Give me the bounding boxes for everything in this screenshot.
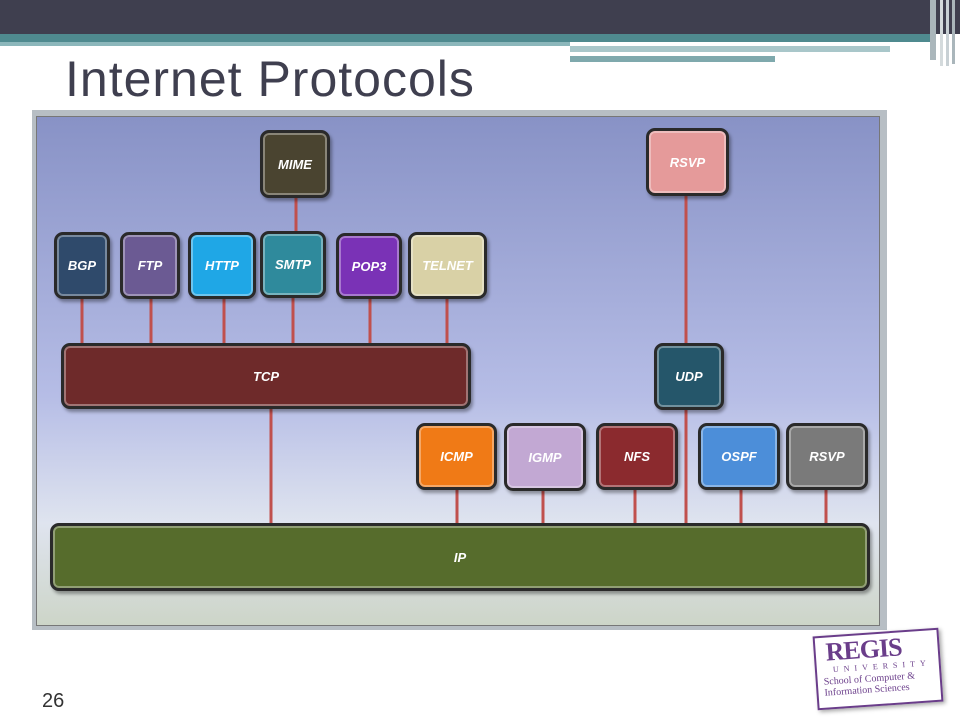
node-nfs: NFS [596,423,678,490]
node-ospf: OSPF [698,423,780,490]
node-rsvp-top: RSVP [646,128,729,196]
node-icmp: ICMP [416,423,497,490]
node-ftp: FTP [120,232,180,299]
decor-bar [570,46,890,52]
decor-line [946,0,949,66]
node-pop3: POP3 [336,233,402,299]
decor-bar [0,42,570,46]
slide-number: 26 [42,690,65,712]
decor-line [930,0,936,60]
node-http: HTTP [188,232,256,299]
decor-bar [570,56,775,62]
top-banner [0,0,960,34]
decor-line [940,0,943,66]
node-udp: UDP [654,343,724,410]
regis-logo: REGIS UNIVERSITY School of Computer & In… [812,627,944,711]
node-mime: MIME [260,130,330,198]
slide-title: Internet Protocols [65,51,475,107]
decor-line [952,0,955,64]
decor-bar [0,34,930,42]
node-ip: IP [50,523,870,591]
node-igmp: IGMP [504,423,586,491]
node-tcp: TCP [61,343,471,409]
node-rsvp-bottom: RSVP [786,423,868,490]
node-smtp: SMTP [260,231,326,298]
node-telnet: TELNET [408,232,487,299]
node-bgp: BGP [54,232,110,299]
